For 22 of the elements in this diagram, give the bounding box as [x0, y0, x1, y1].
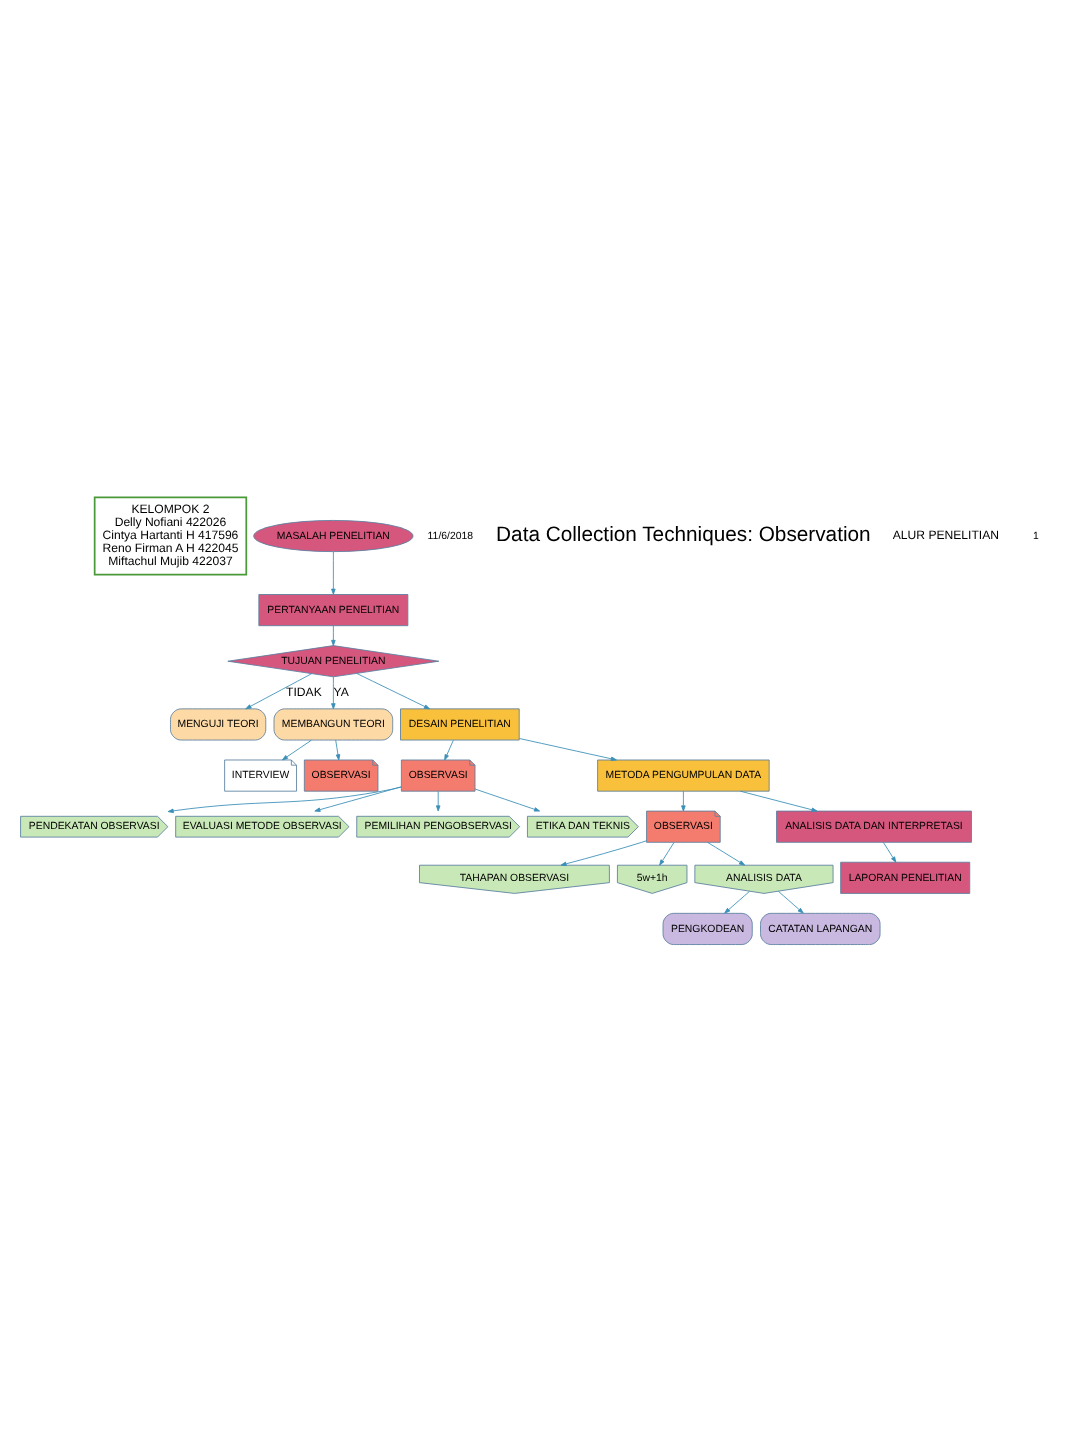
arrow — [519, 737, 617, 761]
arrow — [435, 789, 441, 811]
arrow — [882, 840, 897, 862]
arrow — [245, 672, 313, 709]
arrow — [778, 889, 804, 913]
label: Data Collection Techniques: Observation — [496, 524, 871, 547]
arrow — [444, 738, 454, 760]
arrow — [167, 785, 402, 813]
arrow — [474, 787, 541, 811]
arrow — [314, 785, 402, 811]
arrow — [707, 840, 746, 865]
arrow — [659, 840, 675, 865]
arrow — [281, 738, 312, 760]
arrow — [739, 789, 818, 811]
arrow — [331, 624, 336, 645]
arrow — [335, 738, 341, 760]
arrow — [356, 672, 430, 709]
arrow — [724, 889, 750, 913]
arrow — [560, 839, 647, 866]
arrow — [681, 789, 686, 811]
arrow — [331, 675, 336, 709]
arrow — [331, 550, 336, 594]
